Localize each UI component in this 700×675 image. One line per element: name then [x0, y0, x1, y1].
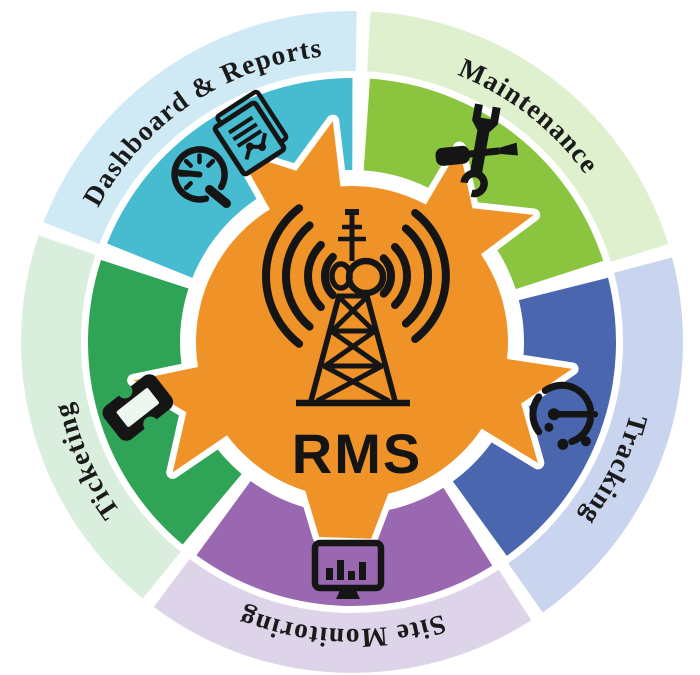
band-maintenance	[367, 11, 669, 262]
wedge-dashboard-reports	[107, 77, 353, 278]
icon-use-site-monitoring	[315, 543, 381, 599]
band-ticketing	[21, 235, 181, 599]
radio-tower-icon	[262, 204, 450, 407]
signal-waves-left	[262, 204, 337, 348]
outer-label-ring	[21, 10, 683, 674]
signal-waves-right	[379, 209, 450, 343]
band-site-monitoring	[153, 559, 532, 674]
tower-lattice	[296, 293, 410, 407]
hub-title: RMS	[292, 422, 422, 485]
center-emblem: RMS	[262, 204, 450, 485]
band-tracking	[508, 257, 683, 613]
band-dashboard-reports	[43, 10, 357, 244]
